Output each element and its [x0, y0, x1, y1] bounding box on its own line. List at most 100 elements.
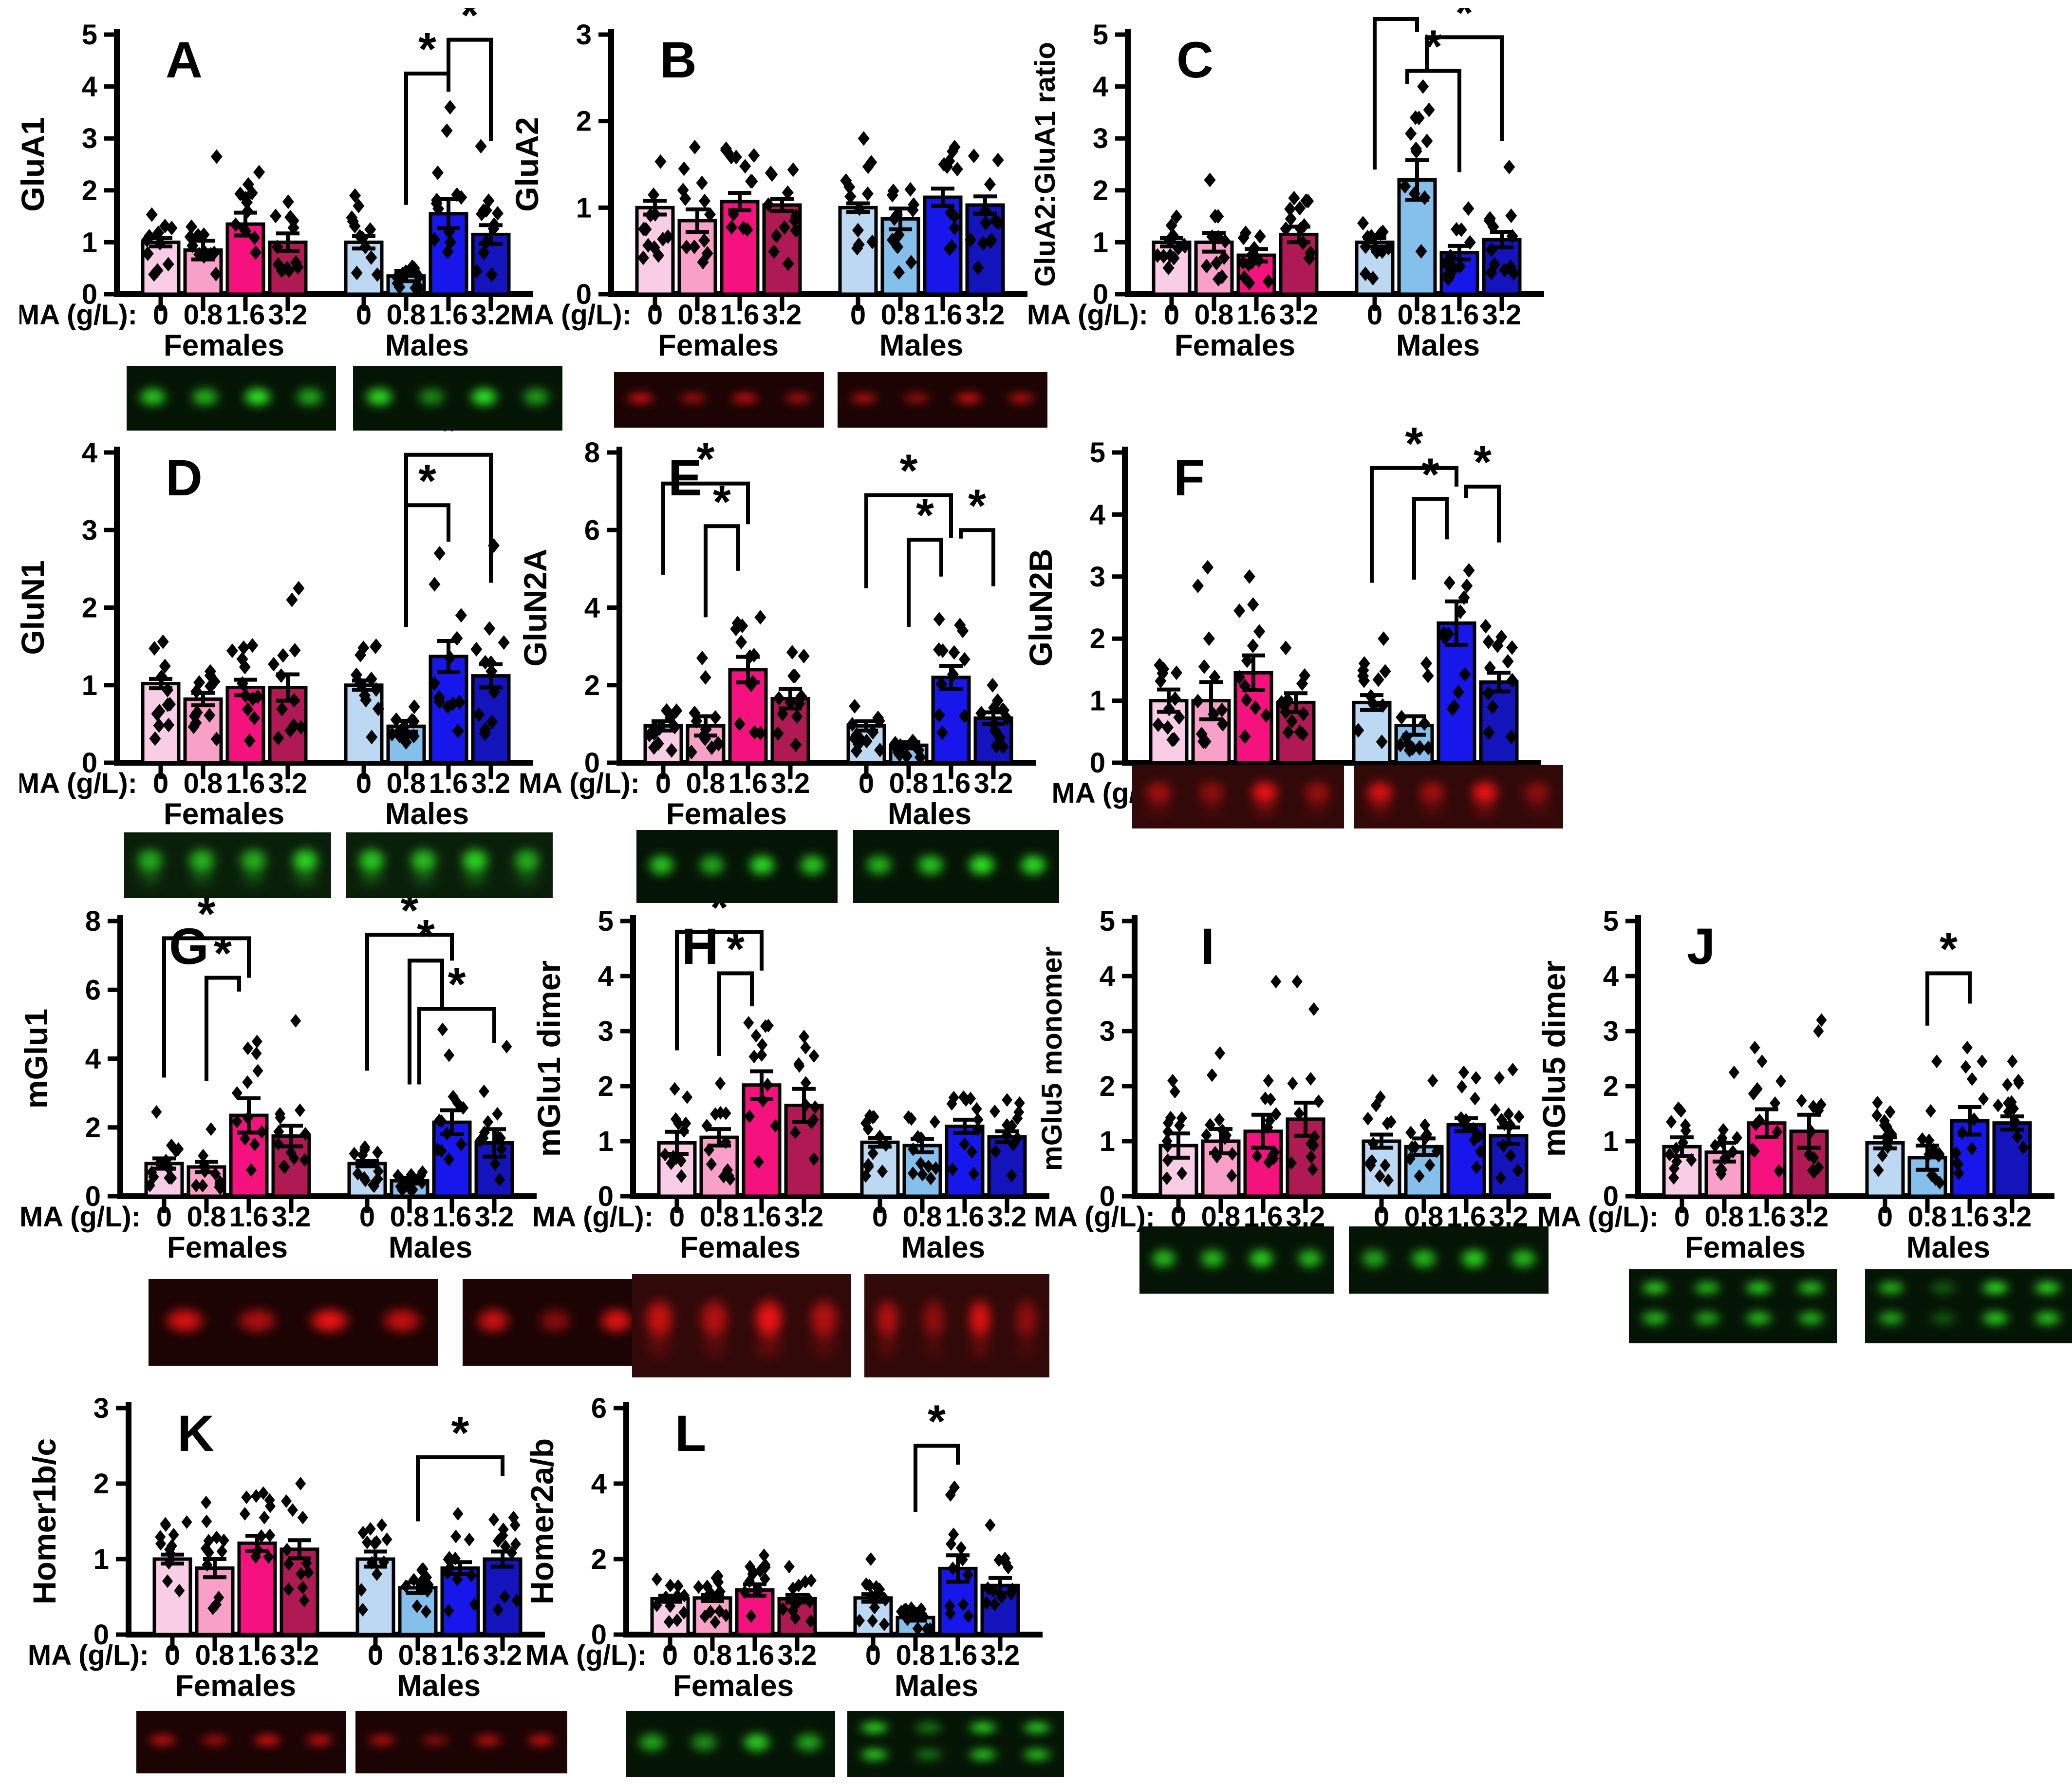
scatter-dot	[241, 195, 253, 210]
scatter-dot	[760, 1019, 771, 1033]
scatter-dot	[451, 187, 463, 202]
scatter-dot	[1385, 1115, 1397, 1129]
scatter-dot	[915, 1131, 927, 1145]
dose-label: 3.2	[1286, 1201, 1325, 1233]
scatter-dot	[1282, 725, 1294, 740]
scatter-dot	[466, 1568, 477, 1582]
scatter-dot	[1485, 243, 1497, 258]
scatter-dot	[1505, 729, 1517, 744]
dose-label: 0	[872, 1201, 888, 1233]
scatter-dot	[1925, 1104, 1936, 1118]
panel-letter-g: G	[169, 918, 209, 975]
scatter-dot	[251, 1046, 262, 1060]
scatter-dot	[386, 727, 398, 742]
dose-label: 1.6	[728, 768, 768, 799]
scatter-dot	[1396, 710, 1408, 725]
scatter-dot	[715, 1106, 726, 1120]
scatter-dot	[1405, 126, 1417, 141]
scatter-dot	[157, 634, 169, 649]
y-tick-label: 5	[1100, 905, 1115, 937]
scatter-dot	[809, 1100, 821, 1114]
scatter-dot	[239, 659, 251, 675]
ma-dose-row-label: MA (g/L):	[19, 299, 137, 331]
scatter-dot	[1408, 186, 1420, 201]
scatter-dot	[669, 1082, 680, 1096]
scatter-dot	[735, 635, 747, 650]
scatter-dot	[880, 1593, 891, 1607]
scatter-dot	[287, 220, 299, 235]
scatter-dot	[908, 197, 920, 212]
scatter-dot	[149, 731, 161, 746]
scatter-dot	[972, 1122, 984, 1136]
scatter-dot	[1007, 1119, 1018, 1133]
scatter-dot	[988, 700, 1000, 715]
scatter-dot	[1239, 729, 1251, 744]
scatter-dot	[757, 1038, 768, 1052]
scatter-dot	[160, 1517, 171, 1531]
scatter-dot	[1219, 234, 1231, 249]
dose-label: 0.8	[889, 768, 929, 799]
y-axis-title: Homer1b/c	[26, 1438, 62, 1604]
scatter-dot	[1170, 665, 1182, 680]
scatter-dot	[159, 219, 171, 234]
scatter-dot	[1498, 263, 1511, 278]
scatter-dot	[469, 1597, 480, 1611]
scatter-dot	[407, 1183, 418, 1197]
scatter-dot	[288, 718, 300, 733]
dose-label: 3.2	[974, 768, 1013, 799]
scatter-dot	[452, 723, 464, 738]
scatter-dot	[782, 185, 794, 200]
scatter-dot	[790, 1611, 801, 1625]
scatter-dot	[201, 1495, 212, 1509]
scatter-dot	[962, 1568, 973, 1582]
dose-label: 0	[850, 299, 866, 331]
y-axis-title: GluN1	[19, 560, 51, 655]
scatter-dot	[668, 1149, 679, 1164]
scatter-dot	[226, 643, 238, 659]
ma-dose-row-label: MA (g/L):	[28, 1639, 149, 1671]
scatter-dot	[270, 208, 282, 224]
scatter-dot	[1251, 1149, 1263, 1163]
dose-label: 1.6	[1237, 299, 1276, 331]
scatter-dot	[234, 186, 246, 201]
scatter-dot	[793, 696, 805, 711]
y-tick-label: 1	[1100, 1126, 1115, 1157]
scatter-dot	[242, 204, 254, 219]
scatter-dot	[1484, 660, 1496, 676]
scatter-dot	[492, 1534, 504, 1548]
scatter-dot	[1217, 716, 1229, 732]
scatter-dot	[672, 1588, 683, 1602]
scatter-dot	[1957, 1126, 1968, 1140]
scatter-dot	[1208, 707, 1220, 722]
y-tick-label: 0	[82, 279, 97, 310]
scatter-dot	[486, 715, 498, 730]
scatter-dot	[1377, 225, 1389, 240]
scatter-dot	[917, 1167, 928, 1182]
scatter-dot	[1302, 193, 1314, 208]
scatter-dot	[906, 1112, 917, 1126]
scatter-dot	[208, 674, 221, 689]
scatter-dot	[908, 1142, 919, 1156]
y-tick-label: 1	[82, 670, 97, 701]
scatter-dot	[1506, 228, 1518, 244]
scatter-dot	[905, 255, 917, 270]
scatter-dot	[1749, 1040, 1760, 1054]
dose-label: 1.6	[432, 1201, 472, 1233]
scatter-dot	[1728, 1065, 1739, 1079]
scatter-dot	[287, 1503, 298, 1517]
scatter-dot	[1966, 1072, 1978, 1086]
scatter-dot	[933, 612, 945, 627]
y-tick-label: 8	[85, 905, 101, 937]
scatter-dot	[1377, 698, 1389, 713]
dose-label: 1.6	[1447, 1201, 1486, 1233]
scatter-dot	[201, 1514, 212, 1528]
females-group-label: Females	[1175, 329, 1295, 362]
scatter-dot	[1007, 1582, 1018, 1597]
scatter-dot	[246, 638, 259, 653]
scatter-dot	[288, 693, 300, 708]
significance-asterisk: *	[1940, 923, 1958, 975]
scatter-dot	[874, 1129, 885, 1144]
scatter-dot	[851, 241, 863, 256]
scatter-dot	[1453, 685, 1465, 700]
scatter-dot	[756, 1048, 767, 1062]
